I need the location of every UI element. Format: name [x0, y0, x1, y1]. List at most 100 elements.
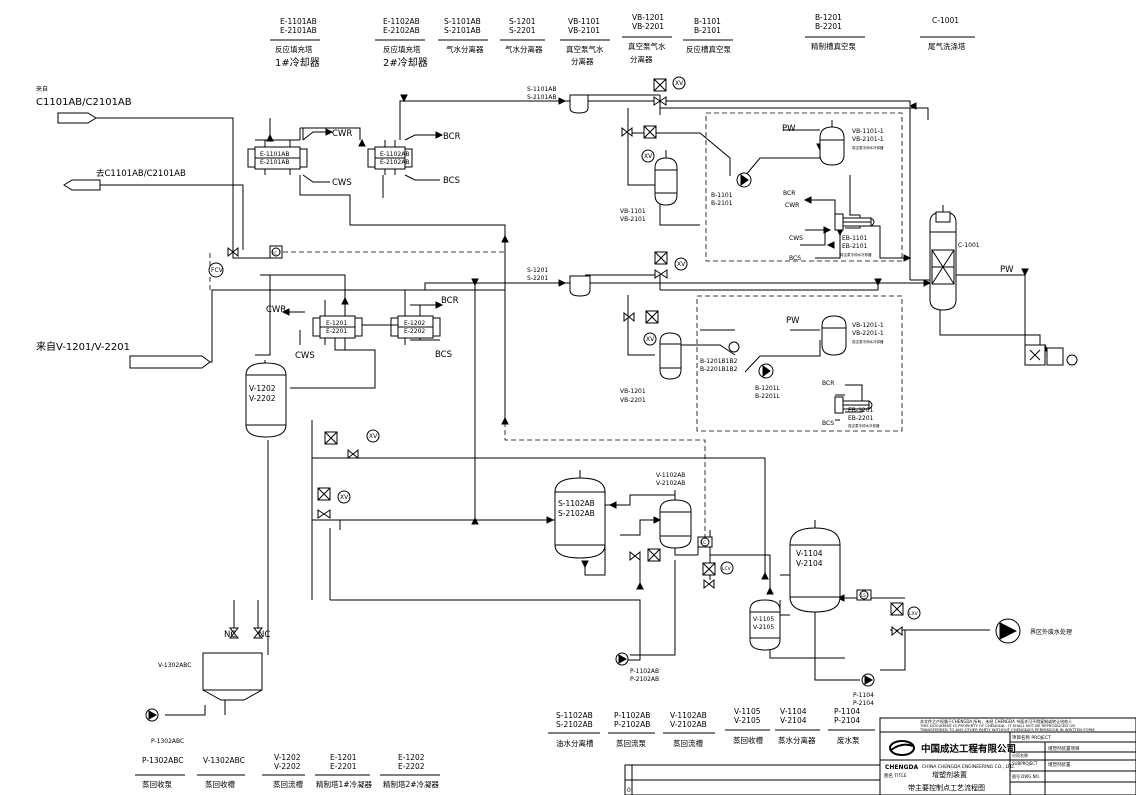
vacuum-package-box-1 [705, 112, 903, 262]
vessel-tag: VB-1101-1 [852, 128, 884, 135]
pump-p1102[interactable]: P-1102AB P-2102AB [615, 652, 659, 683]
footer-desc: 蒸回流泵 [616, 738, 646, 748]
header-underlines [270, 36, 975, 41]
cooler-note: 真空泵冷却水冷却器 [840, 252, 872, 257]
title-sub: 带主要控制点工艺流程图 [908, 783, 985, 792]
vessel-tag: VB-1201-1 [852, 322, 884, 329]
pump-c1001-bottom[interactable] [1024, 344, 1078, 366]
header-desc: 气水分离器 [505, 44, 543, 54]
inlet-2-arrow [63, 179, 101, 191]
exchanger-e1102[interactable]: E-1102AB E-2102AB [367, 146, 413, 170]
exchanger-tag: E-2101AB [260, 159, 289, 166]
vacuum-package-box-2 [696, 295, 903, 432]
vessel-vb1101[interactable]: VB-1101 VB-2101 [620, 150, 678, 223]
company-name-en: CHINA CHENGDA ENGINEERING CO., LTD. [922, 764, 1015, 770]
separator-s1101[interactable]: S-1101AB S-2101AB [527, 86, 589, 114]
vessel-vb1201-1[interactable]: VB-1201-1 VB-2201-1 真空泵冷却水冷却器 [821, 315, 884, 356]
pump-b1201l[interactable]: B-1201L B-2201L [755, 363, 781, 400]
bcs-label-1: BCS [443, 176, 460, 186]
footer-tag: E-1201 [330, 753, 357, 762]
bcs-label-2: BCS [435, 350, 452, 360]
separator-tag: S-1101AB [527, 86, 556, 93]
valve-lxv[interactable]: LXV [890, 602, 921, 637]
exchanger-e1202[interactable]: E-1202 E-2202 [390, 315, 441, 339]
valve-s1102-bottom[interactable] [629, 548, 661, 562]
header-desc2: 2#冷却器 [383, 56, 428, 69]
pump-p1302[interactable]: P-1302ABC [145, 708, 184, 745]
cooler-eb1201[interactable]: EB-1201 EB-2201 真空泵冷却水冷却器 [834, 396, 880, 428]
footer-tag: V-1202 [274, 753, 301, 762]
header-desc: 反应填充塔 [383, 44, 421, 54]
vessel-v1105[interactable]: V-1105 V-2105 [749, 599, 781, 651]
header-desc: 气水分离器 [446, 44, 484, 54]
logo-text: CHENGDA [885, 764, 918, 771]
pump-tag: P-2104 [853, 700, 874, 707]
vessel-tag: VB-2201-1 [852, 330, 884, 337]
subitem-label: SUBPROJECT [1012, 761, 1038, 766]
header-item-s1201: S-1201 S-2201 气水分离器 [505, 17, 543, 54]
valve-xv-2[interactable]: XV [621, 125, 657, 163]
header-item-b1201: B-1201 B-2201 精制槽真空泵 [811, 13, 856, 51]
vessel-tag: VB-2101-1 [852, 136, 884, 143]
cws-label-3: CWS [789, 235, 803, 242]
vessel-tag: VB-1201 [620, 388, 646, 395]
valve-xv-5[interactable]: XV [324, 429, 380, 460]
header-desc2: 1#冷却器 [275, 56, 320, 69]
scrubber-c1001[interactable]: C-1001 [929, 205, 980, 311]
vessel-v1102[interactable]: V-1102AB V-2102AB [656, 472, 692, 549]
cooler-tag: EB-1201 [848, 407, 874, 414]
valve-xv-6[interactable]: XV [317, 487, 351, 519]
separator-s1102[interactable]: S-1102AB S-2102AB [554, 470, 606, 559]
header-tag1: S-1201 [509, 17, 536, 26]
level-controller-lc[interactable]: LC LCV [697, 536, 734, 590]
valve-xv-4[interactable]: XV [623, 310, 659, 346]
footer-desc: 蒸回流槽 [273, 779, 303, 789]
exchanger-e1201[interactable]: E-1201 E-2201 [312, 315, 363, 339]
valve-xv-3[interactable]: XV [654, 251, 688, 279]
header-tag2: S-2201 [509, 26, 536, 35]
cooler-eb1101[interactable]: EB-1101 EB-2101 真空泵冷却水冷却器 [834, 213, 875, 257]
vessel-v1104[interactable]: V-1104 V-2104 [789, 520, 841, 613]
tank-v1302[interactable]: V-1302ABC [158, 652, 263, 701]
pump-b1101[interactable]: B-1101 B-2101 [711, 172, 752, 207]
instrument-label: LXV [909, 611, 919, 617]
exchanger-e1101[interactable]: E-1101AB E-2101AB [247, 146, 308, 170]
pump-tag: B-1101 [711, 192, 733, 199]
header-item-vb1101: VB-1101 VB-2101 真空泵气水 分离器 [566, 17, 604, 66]
separator-s1201[interactable]: S-1201 S-2201 [527, 267, 591, 297]
pump-tag: P-2102AB [630, 676, 659, 683]
project-label: 项目名称 PROJECT [1012, 734, 1051, 741]
vessel-v1202[interactable]: V-1202 V-2202 [245, 362, 287, 438]
footer-tag2: V-2202 [274, 762, 301, 771]
exchanger-tag: E-1102AB [380, 151, 409, 158]
separator-tag: S-1201 [527, 267, 548, 274]
dashed-lines [209, 112, 903, 540]
footer-desc: 废水泵 [837, 735, 860, 745]
control-valve-fcv[interactable]: FCV FC [208, 245, 283, 278]
header-item-vb1201: VB-1201 VB-2201 真空泵气水 分离器 [628, 13, 666, 64]
exchanger-tag: E-1201 [326, 320, 347, 327]
instrument-label: XV [675, 80, 684, 87]
footer-tag2: V-2104 [780, 716, 807, 725]
valve-nc-1[interactable]: NC [224, 627, 240, 640]
cwr-label-3: CWR [785, 202, 799, 209]
instrument-label: LCV [722, 566, 732, 572]
valve-nc-2[interactable]: NC [252, 627, 270, 640]
pump-p1104[interactable]: P-1104 P-2104 [853, 673, 875, 707]
pump-b1201b[interactable]: B-1201B1B2 B-2201B1B2 [700, 341, 740, 373]
footer-desc: 蒸回收槽 [205, 779, 235, 789]
pump-tag: B-1201L [755, 385, 781, 392]
level-switch-ls[interactable]: LS [856, 589, 872, 601]
separator-tag: S-1102AB [558, 499, 595, 508]
vessel-vb1201[interactable]: VB-1201 VB-2201 [620, 332, 682, 404]
inlet-2: 去C1101AB/C2101AB [63, 168, 244, 250]
header-desc: 精制槽真空泵 [811, 41, 856, 51]
footer-desc: 蒸回流槽 [673, 738, 703, 748]
inlet-1: 来自 C1101AB/C2101AB [36, 85, 234, 250]
inlet-1-arrow [57, 112, 97, 124]
revision: 0 [627, 787, 631, 794]
header-tag1: E-1102AB [383, 17, 420, 26]
vessel-vb1101-1[interactable]: VB-1101-1 VB-2101-1 真空泵冷却水冷却器 [819, 120, 884, 166]
valve-xv-1[interactable]: XV [653, 76, 686, 106]
footer-tag2: E-2202 [398, 762, 425, 771]
